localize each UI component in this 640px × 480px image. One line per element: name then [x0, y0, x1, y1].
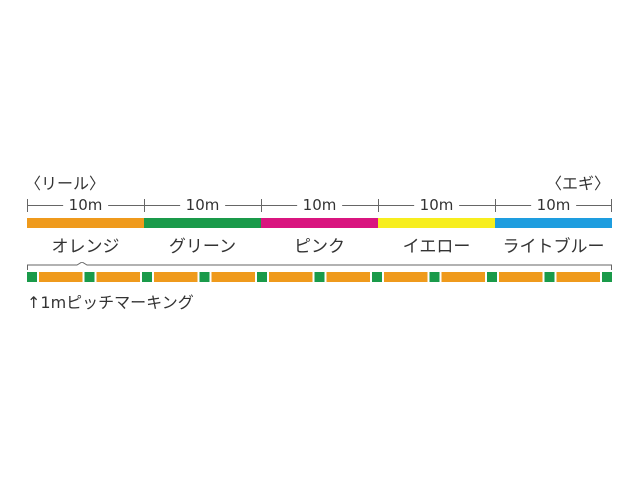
marking-line-section — [154, 272, 198, 282]
color-segment-2 — [261, 218, 378, 228]
dimension-tick — [144, 199, 145, 212]
marking-line-section — [499, 272, 543, 282]
color-segment-4 — [495, 218, 612, 228]
segment-length: 10m — [530, 196, 577, 214]
marking-square — [372, 272, 382, 282]
color-name: ピンク — [294, 237, 345, 257]
dimension-tick — [611, 199, 612, 212]
marking-square — [84, 272, 95, 282]
marking-line-section — [96, 272, 140, 282]
dimension-tick — [261, 199, 262, 212]
color-segment-0 — [27, 218, 144, 228]
dimension-4: 10m — [495, 196, 612, 214]
color-segment-3 — [378, 218, 495, 228]
marking-line-section — [269, 272, 313, 282]
color-name: ライトブルー — [502, 237, 605, 257]
segment-length: 10m — [413, 196, 460, 214]
marking-square — [257, 272, 267, 282]
dimension-2: 10m — [261, 196, 378, 214]
marking-line-section — [441, 272, 485, 282]
marking-square — [602, 272, 612, 282]
dimension-tick — [495, 199, 496, 212]
color-name: グリーン — [168, 237, 237, 257]
marking-square — [429, 272, 440, 282]
egi-label: 〈エギ〉 — [545, 174, 610, 193]
marking-line-section — [326, 272, 370, 282]
dimension-1: 10m — [144, 196, 261, 214]
segment-length: 10m — [62, 196, 109, 214]
dimension-0: 10m — [27, 196, 144, 214]
color-name: イエロー — [402, 237, 471, 257]
marking-square — [544, 272, 555, 282]
segment-length: 10m — [179, 196, 226, 214]
one-meter-marking-bar — [27, 272, 612, 282]
marking-line-section — [211, 272, 255, 282]
marking-square — [199, 272, 210, 282]
marking-bracket — [27, 262, 612, 270]
marking-square — [27, 272, 37, 282]
segment-length: 10m — [296, 196, 343, 214]
marking-square — [142, 272, 152, 282]
color-segment-1 — [144, 218, 261, 228]
marking-line-section — [384, 272, 428, 282]
marking-square — [487, 272, 497, 282]
color-name: オレンジ — [51, 237, 120, 257]
marking-line-section — [39, 272, 83, 282]
marking-square — [314, 272, 325, 282]
dimension-tick — [378, 199, 379, 212]
dimension-3: 10m — [378, 196, 495, 214]
marking-note: ↑1mピッチマーキング — [27, 293, 194, 312]
dimension-tick — [27, 199, 28, 212]
reel-label: 〈リール〉 — [25, 174, 106, 193]
marking-line-section — [556, 272, 600, 282]
